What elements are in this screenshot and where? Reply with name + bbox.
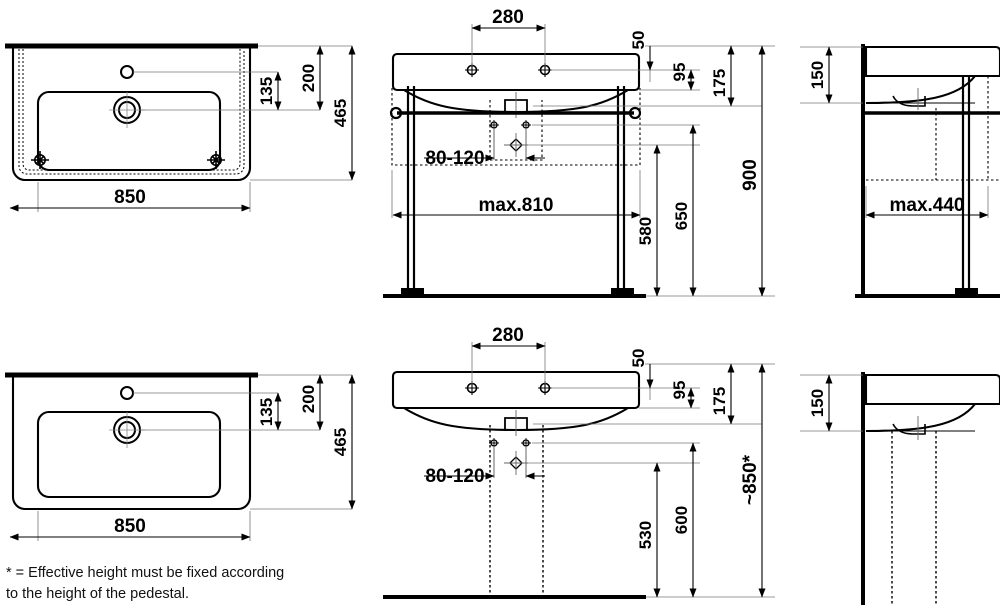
basin-inner-offset-a bbox=[18, 49, 245, 175]
label-dim-650: 650 bbox=[672, 202, 691, 230]
frame-stand-legs bbox=[406, 86, 626, 296]
tap-hole-bore-2 bbox=[124, 390, 130, 396]
bowl-outline-2 bbox=[36, 410, 222, 499]
overflow-detail-side bbox=[892, 95, 926, 107]
label-dim-580: 580 bbox=[636, 217, 655, 245]
basin-underside-side bbox=[865, 75, 976, 105]
label-dim-135-2: 135 bbox=[257, 398, 276, 426]
basin-rim-elevation bbox=[391, 52, 641, 92]
label-dim-530: 530 bbox=[636, 521, 655, 549]
view-bottom-left-plan bbox=[5, 372, 356, 541]
view-bottom-middle-front bbox=[383, 342, 775, 599]
plan2-extension-lines bbox=[37, 374, 352, 541]
basin-outline bbox=[11, 47, 252, 182]
overflow-block-2 bbox=[504, 417, 528, 431]
label-dim-80-120: 80-120 bbox=[425, 148, 484, 169]
waste-centre-marker bbox=[504, 133, 528, 157]
label-dim-200: 200 bbox=[299, 64, 318, 92]
label-dim-max-440: max.440 bbox=[889, 195, 964, 216]
label-dim-850-star: ~850* bbox=[740, 454, 761, 505]
frame-legs-side bbox=[961, 76, 971, 296]
label-dim-50: 50 bbox=[629, 31, 648, 50]
waste-centre-cross bbox=[109, 92, 145, 128]
overflow-detail-side-2 bbox=[892, 423, 926, 435]
supply-connections-2 bbox=[489, 438, 531, 478]
label-dim-95: 95 bbox=[670, 63, 689, 82]
basin-rim-side bbox=[864, 45, 1000, 78]
label-dim-465: 465 bbox=[331, 99, 350, 127]
label-dim-200-2: 200 bbox=[299, 385, 318, 413]
supply-connections bbox=[489, 120, 531, 160]
label-dim-900: 900 bbox=[740, 159, 761, 191]
label-dim-80-120-2: 80-120 bbox=[425, 466, 484, 487]
label-dim-850-2: 850 bbox=[114, 516, 146, 537]
label-dim-465-2: 465 bbox=[331, 428, 350, 456]
side-extension-lines bbox=[800, 46, 989, 218]
hidden-pedestal-side bbox=[866, 76, 1000, 181]
basin-rim-elevation-2 bbox=[391, 370, 641, 410]
hidden-trap-outline bbox=[391, 88, 641, 166]
label-dim-50-2: 50 bbox=[629, 349, 648, 368]
footnote-text: * = Effective height must be fixed accor… bbox=[6, 565, 285, 602]
view-top-right-side bbox=[800, 44, 1000, 298]
fixing-point-left bbox=[31, 151, 49, 169]
label-dim-850: 850 bbox=[114, 187, 146, 208]
tap-hole-bore bbox=[124, 69, 130, 75]
basin-rim-side-2 bbox=[864, 373, 1000, 406]
label-dim-175-2: 175 bbox=[710, 387, 729, 415]
basin-inner-offset-b bbox=[22, 49, 241, 171]
fixing-point-right bbox=[207, 151, 225, 169]
label-dim-150-bottom: 150 bbox=[808, 389, 827, 417]
towel-rail bbox=[389, 106, 642, 120]
pedestal-outline-hidden-side bbox=[891, 431, 937, 605]
label-dim-175: 175 bbox=[710, 69, 729, 97]
elevation-extension-lines bbox=[391, 24, 775, 297]
view-top-middle-front bbox=[383, 24, 775, 298]
waste-centre-marker-2 bbox=[504, 451, 528, 475]
basin-underside-side-2 bbox=[865, 403, 976, 433]
waste-centre-cross-2 bbox=[109, 412, 145, 448]
view-top-left-plan bbox=[5, 43, 356, 212]
label-dim-95-2: 95 bbox=[670, 381, 689, 400]
label-dim-150-top: 150 bbox=[808, 61, 827, 89]
label-dim-280-2: 280 bbox=[492, 325, 524, 346]
basin-outline-2 bbox=[11, 376, 252, 511]
label-dim-280: 280 bbox=[492, 7, 524, 28]
label-dim-600: 600 bbox=[672, 506, 691, 534]
label-dim-max-810: max.810 bbox=[478, 195, 553, 216]
bowl-outline bbox=[36, 90, 222, 172]
pedestal-outline-hidden bbox=[489, 425, 544, 597]
view-bottom-right-side bbox=[800, 372, 1000, 605]
label-dim-135: 135 bbox=[257, 77, 276, 105]
elevation2-extension-lines bbox=[471, 342, 775, 598]
